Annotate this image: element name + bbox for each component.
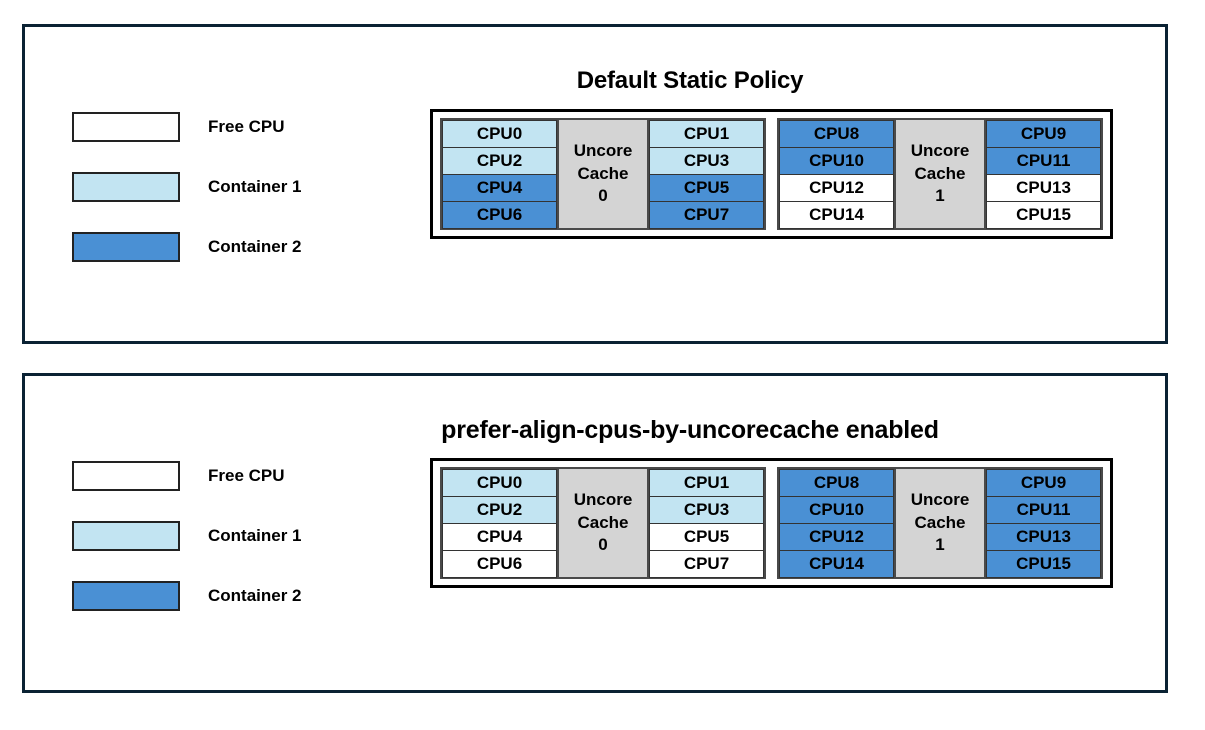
uncore-cache-index: 1 [935, 186, 945, 206]
cpu-column-right: CPU1 CPU3 CPU5 CPU7 [649, 119, 764, 229]
uncore-cache-index: 0 [598, 535, 608, 555]
cpu-cell: CPU0 [442, 119, 557, 148]
uncore-cache-block: Uncore Cache 1 [894, 469, 986, 577]
page-title: Default Static Policy [576, 67, 804, 94]
legend-label-free-cpu: Free CPU [208, 466, 285, 485]
legend-swatch-container-1 [72, 521, 180, 551]
cpu-cell: CPU2 [442, 146, 557, 175]
legend-label-container-2: Container 2 [208, 237, 302, 256]
cpu-cell: CPU14 [779, 549, 894, 578]
page-title: prefer-align-cpus-by-uncorecache enabled [441, 416, 939, 444]
legend-label-container-1: Container 1 [208, 177, 302, 196]
uncore-cache-line1: Uncore [910, 489, 970, 509]
cpu-cell: CPU0 [442, 468, 557, 497]
legend-label-free-cpu: Free CPU [208, 117, 285, 136]
legend-item-container-1: Container 1 [72, 521, 302, 551]
cpu-column-right: CPU1 CPU3 CPU5 CPU7 [649, 468, 764, 578]
legend-item-container-2: Container 2 [72, 581, 302, 611]
legend: Free CPU Container 1 Container 2 [72, 112, 302, 292]
uncore-cache-block: Uncore Cache 1 [894, 120, 986, 228]
socket-group-1: CPU8 CPU10 CPU12 CPU14 Uncore Cache 1 CP… [777, 467, 1103, 579]
cpu-cell: CPU9 [986, 119, 1101, 148]
cpu-cell: CPU13 [986, 173, 1101, 202]
uncore-cache-block: Uncore Cache 0 [557, 469, 649, 577]
panel-default-static-policy: Default Static Policy Free CPU Container… [22, 24, 1168, 344]
cpu-cell: CPU5 [649, 522, 764, 551]
cpu-column-right: CPU9 CPU11 CPU13 CPU15 [986, 468, 1101, 578]
uncore-cache-line2: Cache [914, 163, 966, 183]
cpu-cell: CPU8 [779, 119, 894, 148]
legend-label-container-2: Container 2 [208, 586, 302, 605]
legend-swatch-container-2 [72, 581, 180, 611]
legend-item-free-cpu: Free CPU [72, 461, 302, 491]
uncore-cache-block: Uncore Cache 0 [557, 120, 649, 228]
cpu-cell: CPU10 [779, 495, 894, 524]
socket-group-1: CPU8 CPU10 CPU12 CPU14 Uncore Cache 1 CP… [777, 118, 1103, 230]
cpu-cell: CPU3 [649, 146, 764, 175]
socket-group-0: CPU0 CPU2 CPU4 CPU6 Uncore Cache 0 CPU1 … [440, 467, 766, 579]
panel-prefer-align-cpus-by-uncorecache: prefer-align-cpus-by-uncorecache enabled… [22, 373, 1168, 693]
cpu-cell: CPU5 [649, 173, 764, 202]
cpu-column-left: CPU8 CPU10 CPU12 CPU14 [779, 468, 894, 578]
cpu-cell: CPU3 [649, 495, 764, 524]
cpu-cell: CPU10 [779, 146, 894, 175]
legend-swatch-container-1 [72, 172, 180, 202]
legend-swatch-free-cpu [72, 112, 180, 142]
cpu-cell: CPU12 [779, 522, 894, 551]
uncore-cache-index: 1 [935, 535, 945, 555]
legend-swatch-free-cpu [72, 461, 180, 491]
cpu-column-left: CPU0 CPU2 CPU4 CPU6 [442, 119, 557, 229]
cpu-cell: CPU6 [442, 549, 557, 578]
uncore-cache-line1: Uncore [573, 140, 633, 160]
uncore-cache-line1: Uncore [910, 140, 970, 160]
cpu-cell: CPU13 [986, 522, 1101, 551]
uncore-cache-line2: Cache [914, 512, 966, 532]
cpu-cell: CPU11 [986, 146, 1101, 175]
socket-group-0: CPU0 CPU2 CPU4 CPU6 Uncore Cache 0 CPU1 … [440, 118, 766, 230]
cpu-topology-diagram: CPU0 CPU2 CPU4 CPU6 Uncore Cache 0 CPU1 … [430, 109, 1113, 239]
legend-swatch-container-2 [72, 232, 180, 262]
cpu-cell: CPU15 [986, 200, 1101, 229]
legend-item-free-cpu: Free CPU [72, 112, 302, 142]
cpu-topology-diagram: CPU0 CPU2 CPU4 CPU6 Uncore Cache 0 CPU1 … [430, 458, 1113, 588]
legend: Free CPU Container 1 Container 2 [72, 461, 302, 641]
cpu-column-right: CPU9 CPU11 CPU13 CPU15 [986, 119, 1101, 229]
cpu-column-left: CPU0 CPU2 CPU4 CPU6 [442, 468, 557, 578]
cpu-cell: CPU1 [649, 468, 764, 497]
cpu-cell: CPU7 [649, 200, 764, 229]
legend-item-container-1: Container 1 [72, 172, 302, 202]
legend-label-container-1: Container 1 [208, 526, 302, 545]
cpu-cell: CPU9 [986, 468, 1101, 497]
legend-item-container-2: Container 2 [72, 232, 302, 262]
cpu-cell: CPU7 [649, 549, 764, 578]
cpu-cell: CPU15 [986, 549, 1101, 578]
uncore-cache-line1: Uncore [573, 489, 633, 509]
cpu-cell: CPU8 [779, 468, 894, 497]
cpu-cell: CPU6 [442, 200, 557, 229]
uncore-cache-index: 0 [598, 186, 608, 206]
uncore-cache-line2: Cache [577, 163, 629, 183]
cpu-cell: CPU11 [986, 495, 1101, 524]
cpu-cell: CPU14 [779, 200, 894, 229]
cpu-cell: CPU1 [649, 119, 764, 148]
cpu-cell: CPU12 [779, 173, 894, 202]
cpu-cell: CPU4 [442, 522, 557, 551]
cpu-cell: CPU2 [442, 495, 557, 524]
cpu-cell: CPU4 [442, 173, 557, 202]
cpu-column-left: CPU8 CPU10 CPU12 CPU14 [779, 119, 894, 229]
uncore-cache-line2: Cache [577, 512, 629, 532]
